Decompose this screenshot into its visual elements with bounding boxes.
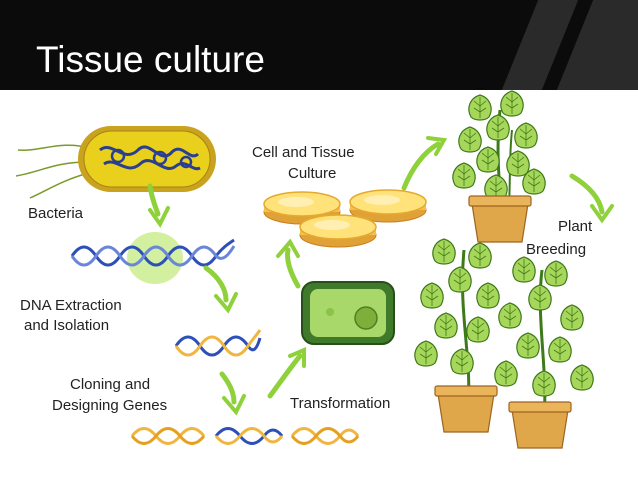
slide-title: Tissue culture — [36, 38, 265, 82]
arrow-icon — [404, 138, 444, 188]
label-transformation: Transformation — [290, 395, 390, 412]
label-cloning: Cloning and — [70, 376, 150, 393]
tissue-culture-diagram: Bacteria DNA Extraction and Isolation Cl… — [0, 90, 638, 479]
potted-plant-icon — [453, 91, 545, 242]
petri-dish-icon — [300, 215, 376, 247]
label-cell-culture: Cell and Tissue — [252, 144, 355, 161]
label-bacteria: Bacteria — [28, 205, 84, 222]
arrow-icon — [270, 350, 304, 396]
dna-strand-icon — [176, 330, 260, 355]
potted-plant-icon — [415, 239, 499, 432]
label-cloning-cont: Designing Genes — [52, 397, 167, 414]
label-plant-breeding: Plant — [558, 218, 593, 235]
label-dna-extraction-cont: and Isolation — [24, 317, 109, 334]
slide-header: Tissue culture — [0, 0, 638, 90]
transformed-cell-icon — [302, 282, 394, 344]
arrow-icon — [222, 374, 244, 412]
label-plant-breeding-cont: Breeding — [526, 241, 586, 258]
label-cell-culture-cont: Culture — [288, 165, 336, 182]
bacterium-icon — [16, 126, 216, 198]
potted-plant-icon — [495, 257, 593, 448]
arrow-icon — [278, 242, 298, 286]
dna-strand-icon — [132, 429, 358, 444]
dna-glow-decoration — [127, 232, 183, 284]
label-dna-extraction: DNA Extraction — [20, 297, 122, 314]
arrow-icon — [206, 268, 236, 310]
arrow-icon — [572, 176, 612, 220]
